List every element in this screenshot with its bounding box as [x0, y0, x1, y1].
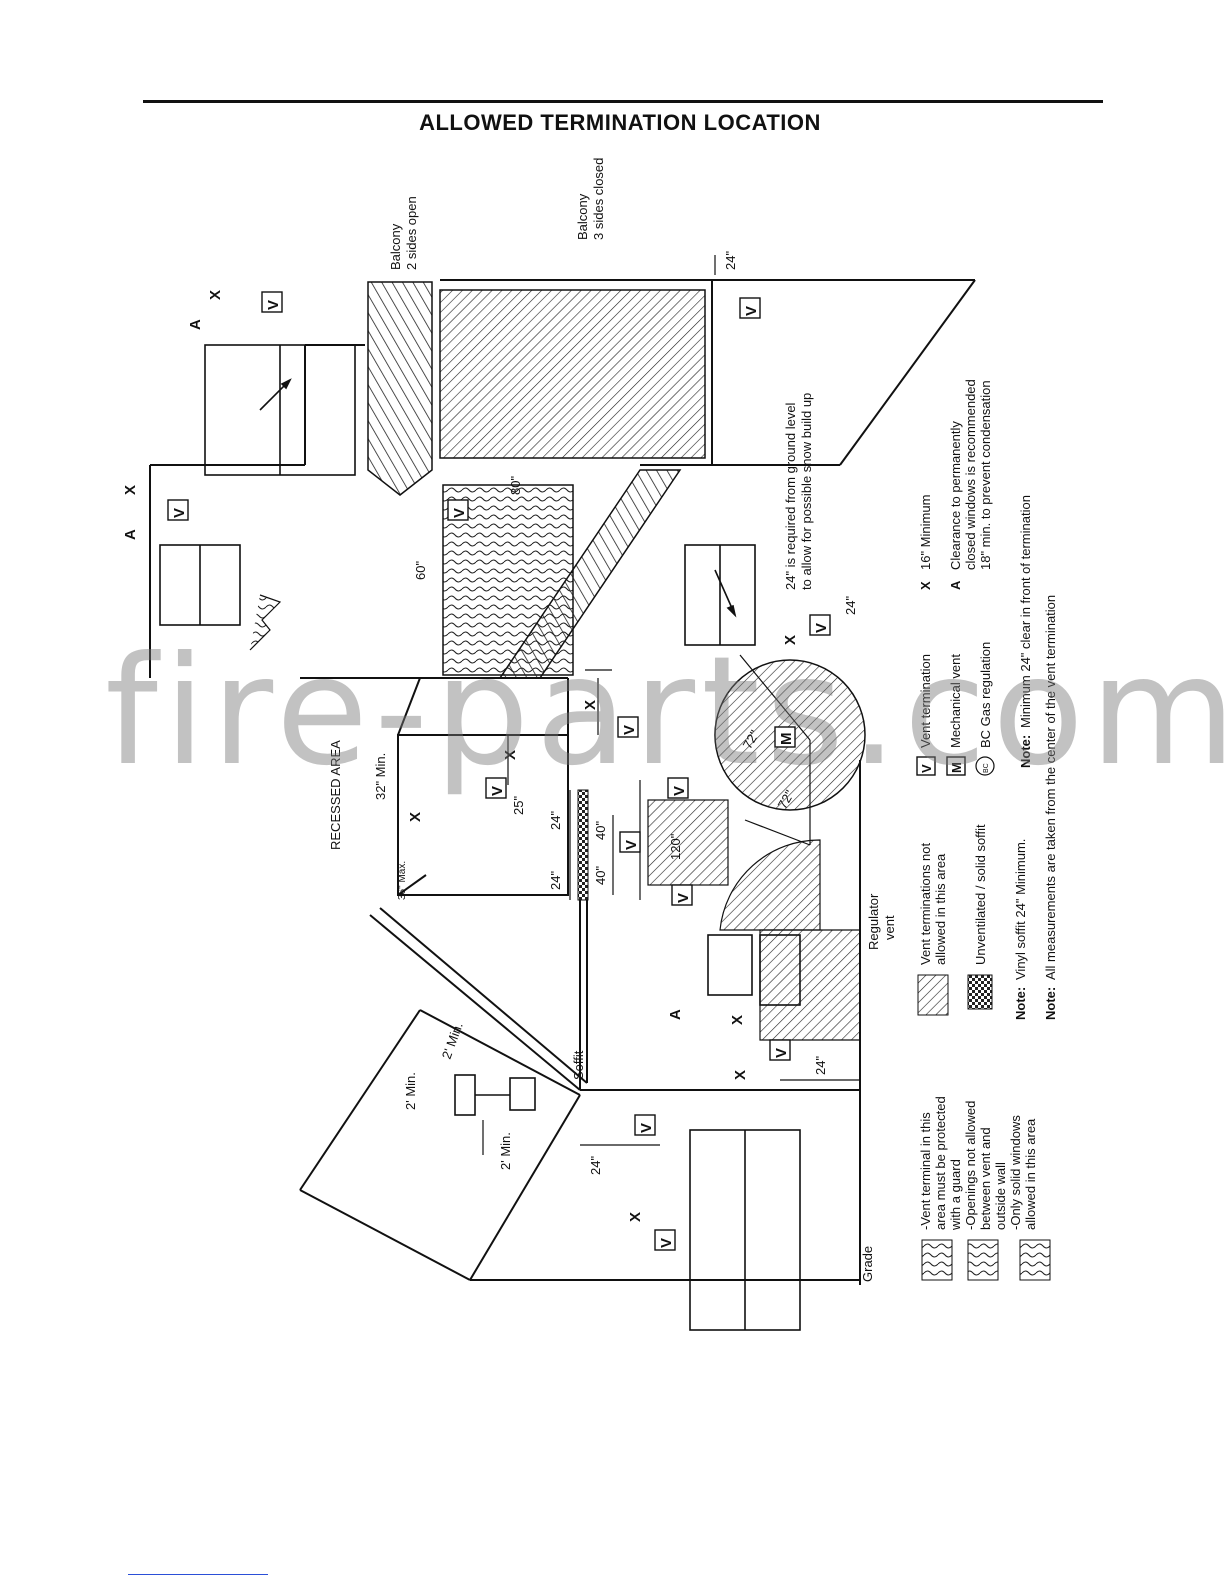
legend-bc-gas: BC Gas regulation [978, 642, 993, 748]
dim-24-grade: 24" [813, 1056, 828, 1075]
regulator-vent-label: Regulator [866, 893, 881, 950]
vent-label: V [658, 1238, 675, 1248]
legend-m-symbol: M [949, 762, 964, 773]
regulator-vent-label-2: vent [882, 915, 897, 940]
snow-note-2: to allow for possible snow build up [799, 393, 814, 590]
header-rule [143, 100, 1103, 103]
x-label: X [782, 635, 799, 645]
dim-24b: 24" [548, 871, 563, 890]
x-label: X [732, 1070, 749, 1080]
legend-openings-3: outside wall [993, 1162, 1008, 1230]
vent-label: V [171, 508, 188, 518]
legend-guard-3: with a guard [948, 1159, 963, 1231]
dim-40a: 40" [593, 821, 608, 840]
x-label: X [627, 1212, 644, 1222]
legend-a-text-3: 18" min. to prevent condensation [978, 380, 993, 570]
balcony-closed-label: Balcony [575, 193, 590, 240]
a-label: A [122, 529, 139, 540]
x-label: X [122, 485, 139, 495]
dim-25: 25" [511, 796, 526, 815]
dim-24-bc: 24" [843, 596, 858, 615]
markers: V V V V V V V V V V V V V M X A X A X X … [122, 290, 831, 1251]
dim-24-top: 24" [723, 251, 738, 270]
page-title: ALLOWED TERMINATION LOCATION [419, 110, 821, 135]
vent-label: V [675, 893, 692, 903]
windows [159, 344, 801, 1331]
bottom-link-underline[interactable] [128, 1574, 268, 1575]
vent-label: V [638, 1123, 655, 1133]
legend-openings-2: between vent and [978, 1127, 993, 1230]
dim-32-min: 32" Min. [373, 753, 388, 800]
legend-left: -Vent terminal in this area must be prot… [918, 1096, 1051, 1281]
dim-24-door: 24" [588, 1156, 603, 1175]
dim-2min-b: 2' Min. [439, 1020, 466, 1061]
legend-right: V M BC Vent termination Mechanical vent … [916, 379, 995, 776]
balcony-closed-label-2: 3 sides closed [591, 158, 606, 240]
legend-hatched-2: allowed in this area [933, 853, 948, 965]
x-label: X [729, 1015, 746, 1025]
vent-label: V [621, 725, 638, 735]
vent-label: V [813, 623, 830, 633]
x-label: X [502, 750, 519, 760]
snow-note: 24" is required from ground level [783, 402, 798, 590]
note-2-label: Note: [1018, 735, 1033, 768]
dim-24a: 24" [548, 811, 563, 830]
x-label: X [407, 812, 424, 822]
a-label: A [187, 319, 204, 330]
mech-vent-label: M [778, 733, 795, 746]
legend-v-symbol: V [919, 764, 934, 773]
a-label: A [667, 1009, 684, 1020]
legend-vent-term: Vent termination [918, 654, 933, 748]
dim-36-max: 36" Max. [397, 861, 408, 900]
note-2-text: Minimum 24" clear in front of terminatio… [1018, 495, 1033, 728]
legend-a-symbol: A [948, 580, 963, 590]
vent-label: V [743, 306, 760, 316]
dim-60: 60" [413, 561, 428, 580]
building-outline [149, 279, 976, 1285]
balcony-open-label-2: 2 sides open [404, 196, 419, 270]
dim-80: 80" [508, 476, 523, 495]
dim-2min-c: 2' Min. [498, 1132, 513, 1170]
vent-label: V [623, 840, 640, 850]
legend-checkered: Unventilated / solid soffit [973, 824, 988, 965]
legend-openings-1: -Openings not allowed [963, 1101, 978, 1230]
vent-label: V [265, 300, 282, 310]
legend-mech-vent: Mechanical vent [948, 654, 963, 748]
x-label: X [582, 700, 599, 710]
grade-label: Grade [860, 1246, 875, 1282]
vent-marker [167, 291, 831, 1251]
soffit-label: Soffit [571, 1050, 586, 1080]
legend-a-text-2: closed windows is recommended [963, 379, 978, 570]
note-3-text: All measurements are taken from the cent… [1043, 595, 1058, 980]
vent-label: V [671, 786, 688, 796]
legend-x-symbol: X [918, 581, 933, 590]
vent-label: V [451, 508, 468, 518]
balcony-open-label: Balcony [388, 223, 403, 270]
note-1-label: Note: [1013, 987, 1028, 1020]
termination-diagram: Balcony 2 sides open Balcony 3 sides clo… [122, 158, 1058, 1331]
note-3-label: Note: [1043, 987, 1058, 1020]
dim-40b: 40" [593, 866, 608, 885]
legend-windows-1: -Only solid windows [1008, 1115, 1023, 1230]
vent-label: V [489, 786, 506, 796]
legend-a-text-1: Clearance to permanently [948, 421, 963, 570]
note-1-text: Vinyl soffit 24" Minimum. [1013, 839, 1028, 980]
legend-guard-2: area must be protected [933, 1096, 948, 1230]
restricted-zones [249, 281, 866, 1041]
legend-windows-2: allowed in this area [1023, 1118, 1038, 1230]
legend-middle: Vent terminations not allowed in this ar… [917, 495, 1058, 1020]
recessed-area-label: RECESSED AREA [328, 740, 343, 850]
dim-2min-a: 2' Min. [403, 1072, 418, 1110]
legend-guard-1: -Vent terminal in this [918, 1112, 933, 1230]
legend-x-text: 16" Minimum [918, 495, 933, 570]
legend-bc-symbol: BC [983, 763, 990, 773]
legend-hatched-1: Vent terminations not [918, 842, 933, 965]
vent-label: V [773, 1048, 790, 1058]
diagram-labels: Balcony 2 sides open Balcony 3 sides clo… [328, 158, 897, 1282]
x-label: X [207, 290, 224, 300]
dim-120: 120" [668, 833, 683, 860]
